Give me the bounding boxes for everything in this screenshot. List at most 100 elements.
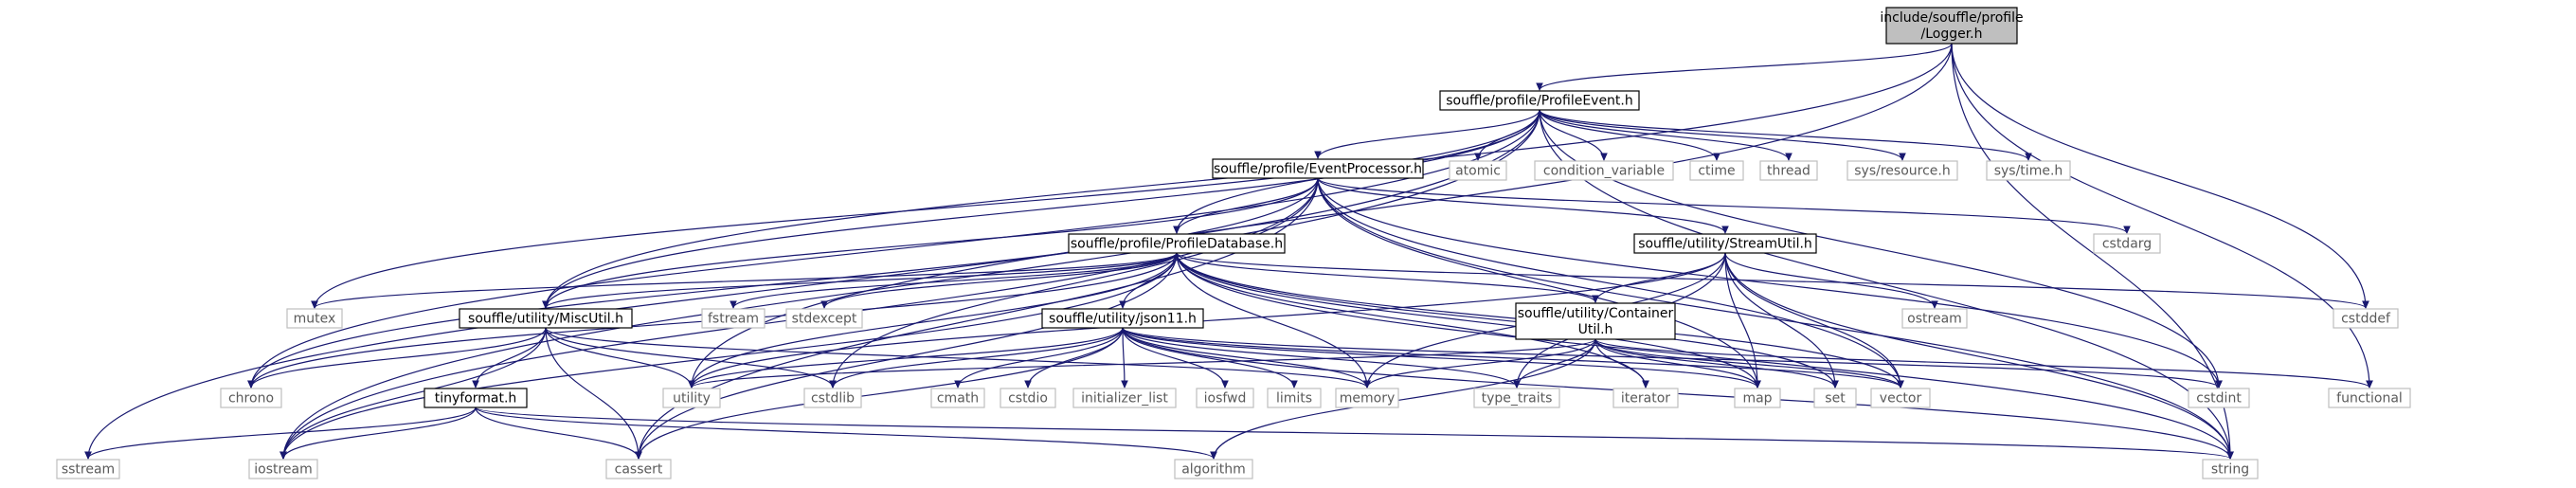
node-mutex: mutex [286,308,343,329]
node-box-miscutil [459,308,633,329]
node-ostream: ostream [1901,308,1968,329]
node-box-map [1734,388,1781,408]
node-box-containerutil [1515,302,1676,340]
edge-containerutil-to-map [1594,338,1757,388]
node-box-iosfwd [1196,388,1254,408]
node-box-logger [1885,7,2018,45]
node-label-type_traits: type_traits [1482,391,1553,407]
node-box-systime [1986,160,2071,181]
edge-logger-to-utility [692,43,1953,388]
edge-miscutil-to-chrono [251,327,547,388]
node-box-cstddef [2333,308,2399,329]
node-tinyformat[interactable]: tinyformat.h [423,388,528,408]
edge-streamutil-to-string [1724,252,2230,459]
edge-miscutil-to-tinyformat [476,327,547,388]
node-label-sstream: sstream [62,462,115,478]
edge-profileevent-to-sysresource [1539,109,1902,160]
node-label-functional: functional [2336,391,2403,407]
node-label-cassert: cassert [615,462,663,478]
edge-miscutil-to-memory [545,327,1367,388]
edge-streamutil-to-map [1724,252,1757,388]
node-logger[interactable]: include/souffle/profile/Logger.h [1880,7,2024,45]
node-functional: functional [2328,388,2411,408]
edge-json11-to-cmath [958,327,1124,388]
node-label-cstdio: cstdio [1008,391,1048,407]
node-label-containerutil: Util.h [1578,322,1613,337]
node-box-iterator [1612,388,1679,408]
node-label-tinyformat: tinyformat.h [435,391,517,407]
node-profileevent[interactable]: souffle/profile/ProfileEvent.h [1439,90,1640,111]
edge-tinyformat-to-sstream [88,407,477,459]
edge-miscutil-to-utility [545,327,692,388]
node-systime: sys/time.h [1986,160,2071,181]
node-label-algorithm: algorithm [1181,462,1246,478]
edge-profiledatabase-to-containerutil [1176,252,1595,302]
node-label-limits: limits [1276,391,1312,407]
node-cassert: cassert [605,459,672,479]
edge-streamutil-to-set [1724,252,1835,388]
node-box-cmath [930,388,985,408]
node-label-iosfwd: iosfwd [1204,391,1247,407]
node-eventprocessor[interactable]: souffle/profile/EventProcessor.h [1212,158,1424,179]
node-chrono: chrono [220,388,282,408]
edge-eventprocessor-to-chrono [251,177,1319,388]
node-label-stdexcept: stdexcept [792,312,857,327]
node-box-stdexcept [785,308,863,329]
edge-profileevent-to-ctime [1539,109,1717,160]
node-box-type_traits [1473,388,1560,408]
node-json11[interactable]: souffle/utility/json11.h [1041,308,1204,329]
node-box-streamutil [1633,233,1817,254]
edge-eventprocessor-to-cstdarg [1317,177,2127,233]
node-box-mutex [286,308,343,329]
node-box-string [2202,459,2259,479]
edge-json11-to-map [1122,327,1757,388]
edge-profileevent-to-chrono [251,109,1540,388]
node-utility: utility [662,388,721,408]
node-label-map: map [1742,391,1772,407]
node-label-atomic: atomic [1455,164,1501,179]
edge-logger-to-functional [1951,43,2369,388]
node-label-vector: vector [1880,391,1922,407]
edge-profileevent-to-thread [1539,109,1789,160]
node-cstdlib: cstdlib [803,388,862,408]
edge-eventprocessor-to-miscutil [546,177,1319,308]
edge-json11-to-cassert [639,327,1124,459]
edge-profiledatabase-to-mutex [315,252,1178,308]
node-box-fstream [701,308,766,329]
node-box-limits [1267,388,1322,408]
edge-containerutil-to-iterator [1594,338,1646,388]
node-label-utility: utility [673,391,711,407]
edge-streamutil-to-ostream [1724,252,1935,308]
node-label-fstream: fstream [708,312,759,327]
node-box-atomic [1449,160,1507,181]
edge-containerutil-to-utility [692,338,1596,388]
edge-miscutil-to-iostream [283,327,547,459]
node-cstddef: cstddef [2333,308,2399,329]
edge-tinyformat-to-algorithm [475,407,1214,459]
node-box-condition_variable [1534,160,1674,181]
node-ctime: ctime [1689,160,1744,181]
node-miscutil[interactable]: souffle/utility/MiscUtil.h [459,308,633,329]
node-label-sysresource: sys/resource.h [1854,164,1950,179]
edge-containerutil-to-type_traits [1517,338,1596,388]
node-box-thread [1759,160,1818,181]
node-limits: limits [1267,388,1322,408]
node-box-cstdio [1000,388,1056,408]
edge-profileevent-to-condition_variable [1539,109,1604,160]
node-label-condition_variable: condition_variable [1543,164,1665,179]
node-box-eventprocessor [1212,158,1424,179]
edge-miscutil-to-cassert [545,327,639,459]
node-sysresource: sys/resource.h [1846,160,1958,181]
node-profiledatabase[interactable]: souffle/profile/ProfileDatabase.h [1068,233,1286,254]
edge-json11-to-utility [692,327,1124,388]
edge-streamutil-to-utility [692,252,1726,388]
node-streamutil[interactable]: souffle/utility/StreamUtil.h [1633,233,1817,254]
edge-profiledatabase-to-cstddef [1176,252,2366,308]
node-box-set [1813,388,1857,408]
edge-eventprocessor-to-streamutil [1317,177,1725,233]
node-label-miscutil: souffle/utility/MiscUtil.h [468,312,623,327]
edge-containerutil-to-vector [1594,338,1900,388]
node-label-chrono: chrono [228,391,274,407]
node-type_traits: type_traits [1473,388,1560,408]
